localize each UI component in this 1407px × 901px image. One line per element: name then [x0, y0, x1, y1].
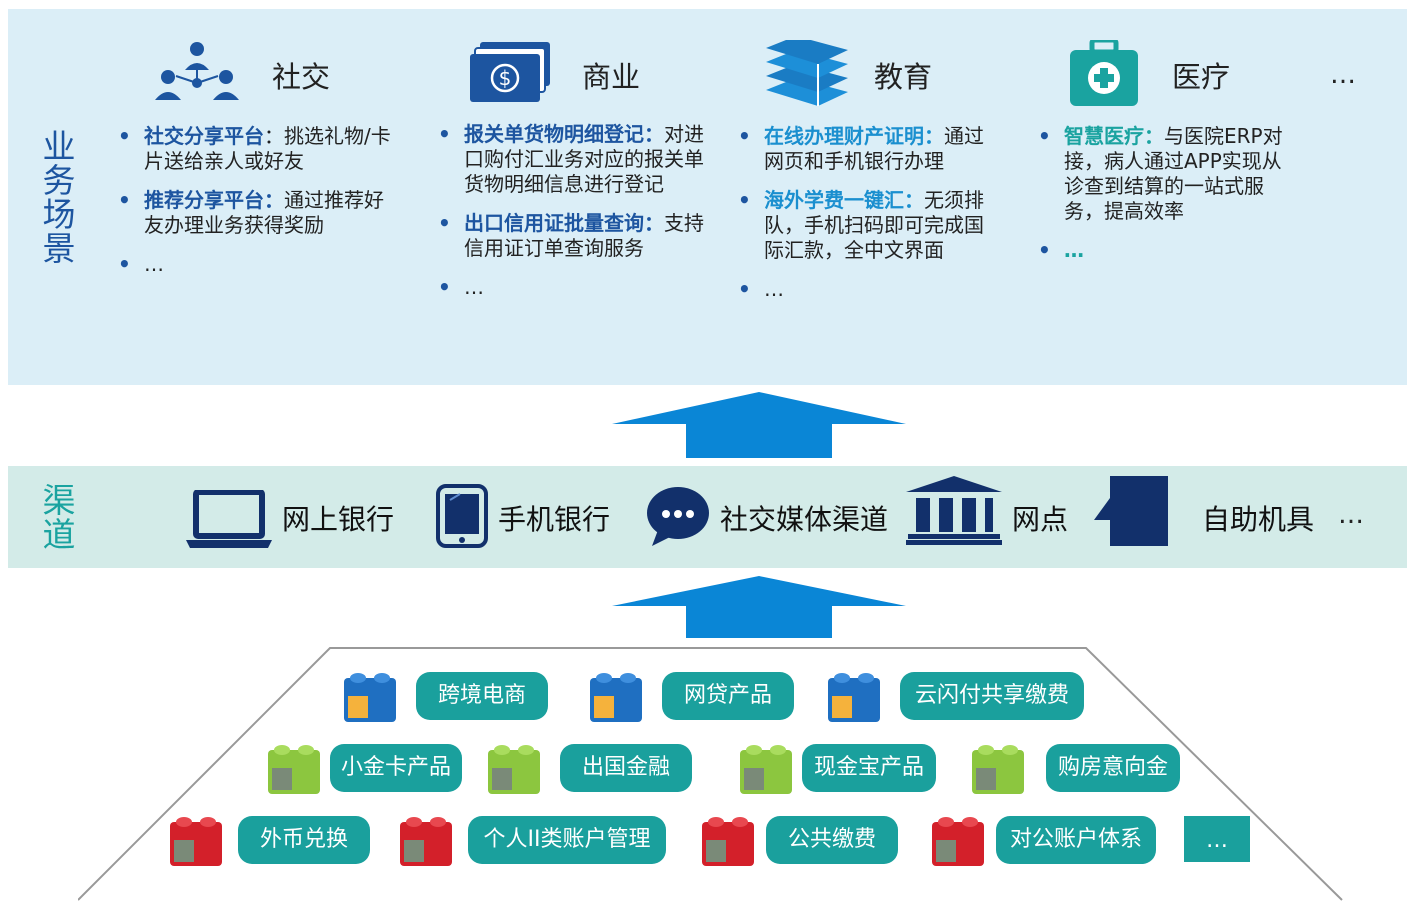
block-icon-red	[166, 810, 226, 872]
list-item: •…	[434, 275, 706, 300]
block-icon-green	[736, 738, 796, 800]
item-text: 无须排队，手机扫码即可完成国际汇款，全中文界面	[764, 188, 984, 262]
smartphone-icon	[436, 484, 488, 548]
item-highlight: 海外学费一键汇：	[764, 188, 924, 212]
up-arrow-icon	[612, 392, 906, 458]
item-highlight: 报关单货物明细登记：	[464, 122, 664, 146]
channel-social-media: 社交媒体渠道	[720, 503, 889, 536]
item-text: 与医院ERP对接，病人通过APP实现从诊查到结算的一站式服务，提高效率	[1064, 124, 1283, 223]
block-public-payment: 公共缴费	[766, 816, 898, 864]
money-stack-icon: $	[470, 42, 550, 102]
block-icon-blue	[340, 666, 400, 728]
up-arrow-icon	[612, 576, 906, 638]
item-text: 通过推荐好友办理业务获得奖励	[144, 188, 384, 237]
bullet-dot: •	[738, 188, 751, 212]
list-item: •…	[1034, 238, 1296, 263]
block-more: …	[1184, 816, 1250, 862]
item-text: 通过网页和手机银行办理	[764, 124, 984, 173]
list-item: • 海外学费一键汇：无须排队，手机扫码即可完成国际汇款，全中文界面	[734, 188, 994, 263]
list-item: •…	[114, 252, 394, 277]
block-corporate-account: 对公账户体系	[996, 816, 1156, 864]
category-title-commerce: 商业	[582, 60, 641, 94]
bullet-dot: •	[1038, 238, 1051, 262]
bullet-dot: •	[118, 124, 131, 148]
item-highlight: 出口信用证批量查询：	[464, 211, 664, 235]
business-more-ellipsis: …	[1330, 60, 1356, 90]
medical-bullet-list: • 智慧医疗：与医院ERP对接，病人通过APP实现从诊查到结算的一站式服务，提高效…	[1034, 124, 1296, 277]
list-item: • 报关单货物明细登记：对进口购付汇业务对应的报关单货物明细信息进行登记	[434, 122, 706, 197]
block-icon-green	[264, 738, 324, 800]
channel-more-ellipsis: …	[1338, 500, 1364, 530]
item-text: ：挑选礼物/卡片送给亲人或好友	[144, 124, 391, 173]
block-foreign-exchange: 外币兑换	[238, 816, 370, 864]
item-text: …	[464, 275, 484, 299]
list-item: • 在线办理财产证明：通过网页和手机银行办理	[734, 124, 994, 174]
books-icon	[766, 40, 848, 106]
channel-label: 渠道	[42, 481, 76, 554]
block-personal-account-mgmt: 个人II类账户管理	[468, 816, 666, 864]
item-text: 支持信用证订单查询服务	[464, 211, 704, 260]
item-highlight: 社交分享平台	[144, 124, 264, 148]
bullet-dot: •	[438, 122, 451, 146]
block-overseas-finance: 出国金融	[560, 744, 692, 792]
block-house-deposit: 购房意向金	[1046, 744, 1180, 792]
platform-trapezoid	[78, 647, 1343, 901]
block-quickpass-payment: 云闪付共享缴费	[900, 672, 1084, 720]
list-item: •…	[734, 277, 994, 302]
atm-kiosk-icon	[1094, 476, 1168, 546]
bank-building-icon	[906, 476, 1002, 545]
list-item: • 智慧医疗：与医院ERP对接，病人通过APP实现从诊查到结算的一站式服务，提高效…	[1034, 124, 1296, 224]
medical-kit-icon	[1070, 40, 1138, 106]
item-text: …	[764, 277, 784, 301]
category-title-medical: 医疗	[1172, 60, 1231, 94]
block-online-loan: 网贷产品	[662, 672, 794, 720]
channel-branch: 网点	[1012, 503, 1069, 536]
bullet-dot: •	[738, 124, 751, 148]
bullet-dot: •	[1038, 124, 1051, 148]
item-text: …	[1064, 238, 1084, 262]
business-scenario-band	[8, 9, 1407, 385]
list-item: • 社交分享平台：挑选礼物/卡片送给亲人或好友	[114, 124, 394, 174]
channel-self-service: 自助机具	[1202, 503, 1315, 536]
channel-online-banking: 网上银行	[282, 503, 395, 536]
list-item: • 出口信用证批量查询：支持信用证订单查询服务	[434, 211, 706, 261]
category-title-social: 社交	[272, 60, 331, 94]
block-icon-red	[928, 810, 988, 872]
people-network-icon	[155, 42, 239, 100]
bullet-dot: •	[438, 211, 451, 235]
svg-text:$: $	[499, 66, 512, 90]
block-icon-red	[698, 810, 758, 872]
bullet-dot: •	[438, 275, 451, 299]
item-highlight: 推荐分享平台：	[144, 188, 284, 212]
block-cross-border-ecommerce: 跨境电商	[416, 672, 548, 720]
business-scenario-label: 业务场景	[42, 127, 76, 268]
block-small-gold-card: 小金卡产品	[330, 744, 462, 792]
block-icon-blue	[824, 666, 884, 728]
social-bullet-list: • 社交分享平台：挑选礼物/卡片送给亲人或好友 • 推荐分享平台：通过推荐好友办理业…	[114, 124, 394, 291]
list-item: • 推荐分享平台：通过推荐好友办理业务获得奖励	[114, 188, 394, 238]
block-icon-green	[484, 738, 544, 800]
item-highlight: 智慧医疗：	[1064, 124, 1164, 148]
item-text: …	[144, 252, 164, 276]
block-icon-blue	[586, 666, 646, 728]
chat-bubble-icon	[647, 487, 709, 546]
item-text: 对进口购付汇业务对应的报关单货物明细信息进行登记	[464, 122, 704, 196]
channel-mobile-banking: 手机银行	[498, 503, 611, 536]
block-cash-treasure: 现金宝产品	[802, 744, 936, 792]
laptop-icon	[186, 490, 272, 548]
bullet-dot: •	[118, 252, 131, 276]
commerce-bullet-list: • 报关单货物明细登记：对进口购付汇业务对应的报关单货物明细信息进行登记 • 出口信…	[434, 122, 706, 314]
item-highlight: 在线办理财产证明：	[764, 124, 944, 148]
block-icon-red	[396, 810, 456, 872]
education-bullet-list: • 在线办理财产证明：通过网页和手机银行办理 • 海外学费一键汇：无须排队，手机扫码…	[734, 124, 994, 316]
bullet-dot: •	[118, 188, 131, 212]
bullet-dot: •	[738, 277, 751, 301]
category-title-education: 教育	[874, 60, 933, 94]
block-icon-green	[968, 738, 1028, 800]
